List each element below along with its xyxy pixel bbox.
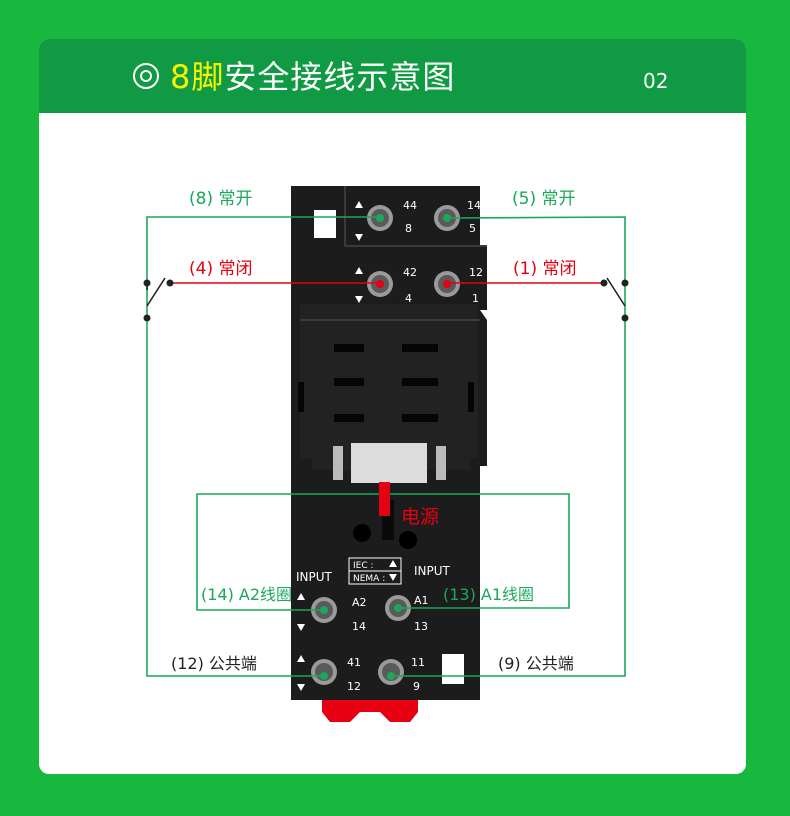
terminal-label-a2: A2 [352,596,367,609]
title-text: 安全接线示意图 [224,58,456,96]
terminal-number-13: 13 [414,620,428,633]
label-coil-a1: (13) A1线圈 [443,585,534,604]
terminal-number-14-top: 14 [467,199,481,212]
terminal-number-14: 14 [352,620,366,633]
label-common-left: (12) 公共端 [171,654,257,673]
title-highlight: 8脚 [170,58,225,96]
label-coil-a2: (14) A2线圈 [201,585,292,604]
pin-slots [298,344,474,422]
socket-hole-left [353,524,371,542]
label-power: 电源 [401,506,439,528]
terminal-number-12-top: 12 [469,266,483,279]
label-nc-right: (1) 常闭 [513,259,576,279]
input-label-right: INPUT [414,564,451,578]
terminal-number-9: 9 [413,680,420,693]
terminal-label-a1: A1 [414,594,429,607]
terminal-number-12: 12 [347,680,361,693]
red-release-clip [322,700,418,722]
label-no-right: (5) 常开 [512,189,575,209]
double-circle-icon [133,63,159,89]
terminal-number-41: 41 [347,656,361,669]
connection-dots [320,214,451,680]
label-nc-left: (4) 常闭 [189,259,252,279]
socket-hole-right [399,531,417,549]
nema-label: NEMA : [353,574,385,584]
terminal-number-42: 42 [403,266,417,279]
terminal-number-44: 44 [403,199,417,212]
switch-symbol-right [600,277,629,322]
label-no-left: (8) 常开 [189,189,252,209]
page-number: 02 [643,69,669,93]
switch-symbol-left [143,277,174,322]
label-plate [351,443,427,483]
power-indicator [379,482,390,516]
terminal-number-1: 1 [472,292,479,305]
terminal-number-5: 5 [469,222,476,235]
page-title: 8脚安全接线示意图 [170,57,455,97]
iec-label: IEC : [353,561,374,571]
terminal-number-11: 11 [411,656,425,669]
mount-hole-top [314,210,336,238]
label-common-right: (9) 公共端 [498,654,574,673]
title-bar: 8脚安全接线示意图 02 [39,39,746,113]
relay-socket: IEC : NEMA : [291,186,487,722]
input-label-left: INPUT [296,570,333,584]
mount-hole-bottom [442,654,464,684]
terminal-number-4: 4 [405,292,412,305]
terminal-number-8: 8 [405,222,412,235]
